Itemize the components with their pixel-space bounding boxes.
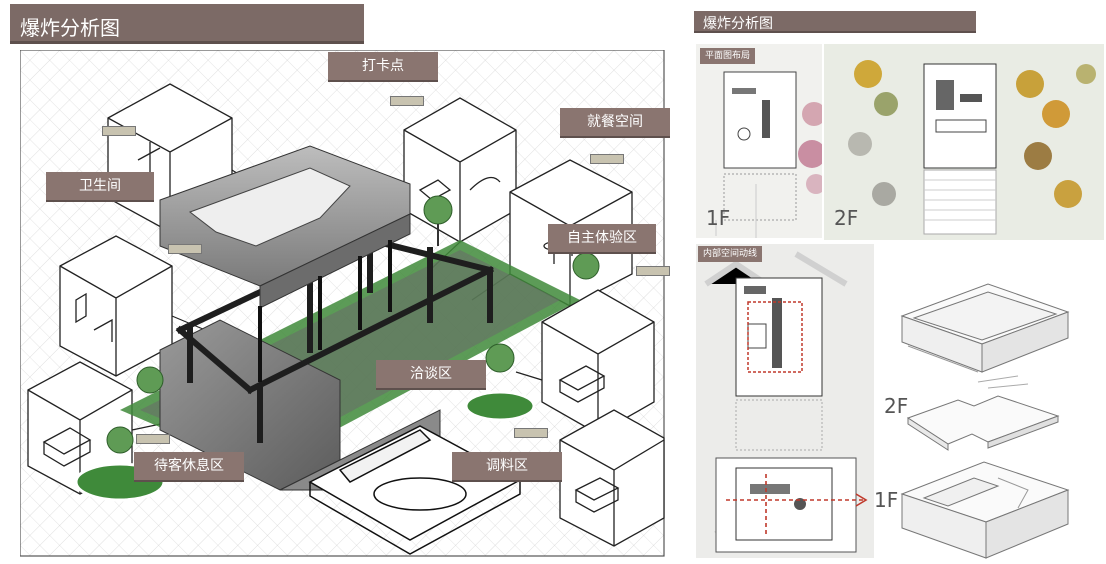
floor-plan-1f-panel	[696, 44, 822, 238]
floor-plan-2f-panel	[824, 44, 1104, 240]
exploded-floor-models	[900, 283, 1070, 559]
tag-marker	[514, 428, 548, 438]
circulation-panel	[696, 244, 874, 558]
floor-plan-label: 平面图布局	[700, 48, 756, 64]
tag-marker	[102, 126, 136, 136]
tag-marker	[590, 154, 624, 164]
exploded-label-2f: 2F	[884, 394, 909, 418]
2f-slab-model	[906, 375, 1060, 451]
exploded-label-1f: 1F	[874, 488, 899, 512]
floor-label-1f: 1F	[706, 206, 731, 230]
exploded-axonometric-diagram	[20, 50, 665, 557]
room-box-waiting	[27, 361, 133, 495]
tag-marker	[636, 266, 670, 276]
tag-marker	[390, 96, 424, 106]
tree-right-top	[423, 195, 453, 246]
1f-model	[900, 461, 1070, 559]
tree-right-mid	[572, 252, 600, 280]
tree-center	[464, 343, 536, 422]
label-negotiation: 洽谈区	[376, 360, 486, 390]
label-waiting: 待客休息区	[134, 452, 244, 482]
tag-marker	[168, 244, 202, 254]
circulation-label: 内部空间动线	[698, 246, 763, 262]
tag-marker	[136, 434, 170, 444]
room-box-toilet-left	[59, 235, 173, 377]
main-title: 爆炸分析图	[10, 4, 364, 44]
room-box-right-mid	[541, 289, 655, 435]
floor-label-2f: 2F	[834, 206, 859, 230]
label-dining: 就餐空间	[560, 108, 670, 138]
tree-left	[136, 366, 164, 394]
label-self-experience: 自主体验区	[548, 224, 656, 254]
roof-model	[900, 283, 1070, 373]
right-title: 爆炸分析图	[694, 11, 976, 33]
label-checkin: 打卡点	[328, 52, 438, 82]
label-seasoning: 调料区	[452, 452, 562, 482]
label-toilet: 卫生间	[46, 172, 154, 202]
upper-columns	[258, 240, 392, 382]
room-box-seasoning	[559, 409, 665, 547]
